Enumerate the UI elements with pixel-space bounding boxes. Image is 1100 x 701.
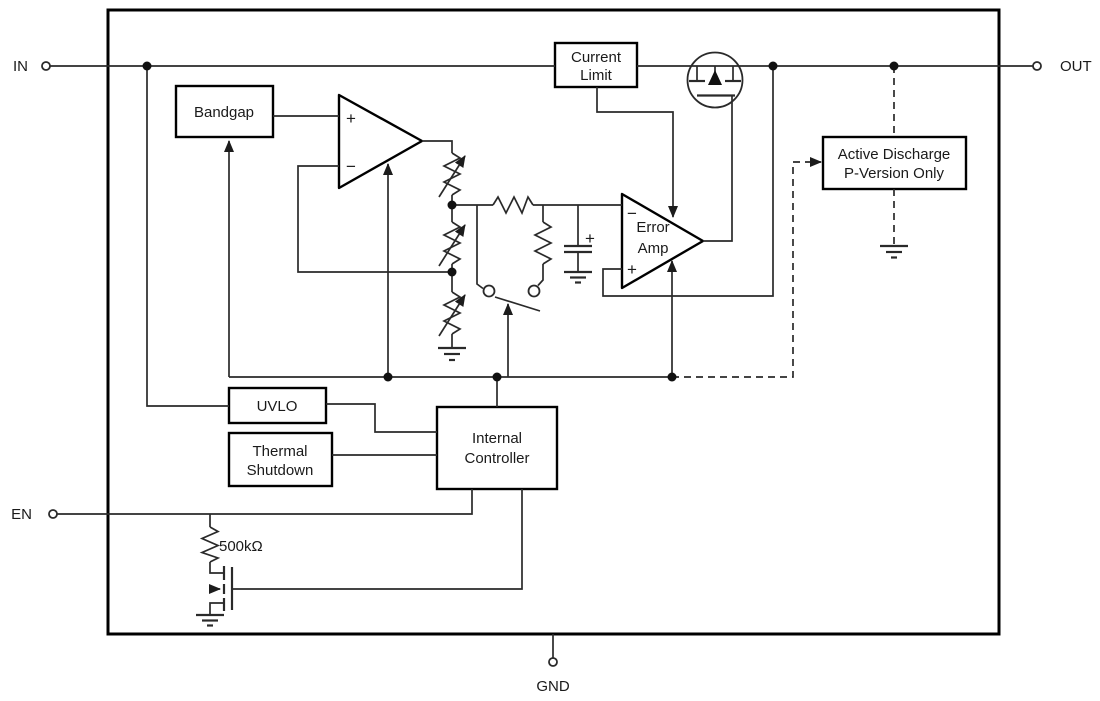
opamp-triangle (337, 93, 424, 190)
bandgap-label: Bandgap (194, 104, 254, 121)
ground-symbols (196, 244, 908, 627)
pass-fet-symbol (689, 66, 741, 97)
in-to-uvlo-wire (146, 66, 229, 407)
pfet-body-diode (708, 70, 722, 85)
pin-label-in: IN (13, 58, 28, 75)
en-wire (57, 489, 473, 515)
feedback-switch (482, 284, 541, 312)
junction-bus-controller (492, 372, 502, 382)
current-limit-arrow (596, 87, 678, 218)
active-discharge-label-1: Active Discharge (838, 146, 951, 163)
error-amp-output-wire (703, 96, 733, 242)
gnd-terminal (548, 657, 558, 667)
pulldown-resistor-label: 500kΩ (219, 538, 263, 555)
cap-polarity-sign: + (585, 229, 595, 248)
junction-divider-top (447, 200, 457, 210)
capacitor-ground-icon (564, 270, 592, 284)
error-amp-plus-sign: + (627, 260, 637, 279)
en-pulldown-resistor (199, 526, 221, 563)
thermal-shutdown-box (227, 431, 334, 488)
error-amp-label-1: Error (636, 219, 669, 236)
switch-blade (494, 296, 541, 312)
block-boxes (174, 41, 968, 491)
controller-label-1: Internal (472, 430, 522, 447)
junction-dots (142, 61, 899, 382)
thermal-label-1: Thermal (252, 443, 307, 460)
nmos-source-wire (209, 602, 224, 615)
pin-terminals (41, 61, 1042, 667)
variable-resistor-3-arrow (438, 294, 466, 337)
active-discharge-ground-icon (880, 244, 908, 259)
controller-label-2: Controller (464, 450, 529, 467)
uvlo-box (227, 386, 328, 425)
current-limit-label-2: Limit (580, 67, 613, 84)
bus-to-active-discharge-arrow (672, 157, 822, 378)
opamp-minus-sign: − (346, 157, 356, 176)
uvlo-to-controller-wire (326, 403, 437, 433)
junction-out-discharge (889, 61, 899, 71)
nmos-drain-wire (209, 562, 224, 574)
switch-contact-right (527, 284, 541, 298)
pin-label-en: EN (11, 506, 32, 523)
switch-left-branch (476, 205, 484, 290)
error-amp-label-2: Amp (638, 240, 669, 257)
divider-ground-icon (438, 346, 466, 362)
feedback-to-opamp-wire (297, 165, 452, 273)
wires (50, 65, 1033, 658)
current-limit-box (553, 41, 639, 89)
opamp-output-wire (422, 140, 453, 153)
junction-in (142, 61, 152, 71)
current-limit-label-1: Current (571, 49, 622, 66)
bandgap-box (174, 84, 275, 139)
compensation-capacitor (564, 244, 592, 254)
uvlo-label: UVLO (257, 398, 298, 415)
pin-label-out: OUT (1060, 58, 1092, 75)
junction-bus-erroramp (667, 372, 677, 382)
error-amp-minus-sign: − (627, 204, 637, 223)
out-terminal (1032, 61, 1042, 71)
variable-resistor-2-arrow (438, 224, 466, 267)
controller-gate-wire (233, 489, 523, 590)
text-labels: IN OUT EN GND Bandgap Current Limit UVLO… (11, 49, 1092, 695)
dashed-wires (672, 66, 895, 378)
in-terminal (41, 61, 51, 71)
junction-divider-mid (447, 267, 457, 277)
pin-label-gnd: GND (536, 678, 570, 695)
thermal-label-2: Shutdown (247, 462, 314, 479)
out-feedback-wire (602, 66, 774, 297)
opamp-plus-sign: + (346, 109, 356, 128)
switch-right-branch-bottom (537, 264, 544, 287)
switch-contact-left (482, 284, 496, 298)
error-amp-triangle (620, 192, 705, 290)
switch-branch-resistor (533, 221, 553, 265)
en-terminal (48, 509, 58, 519)
junction-bus-opamp (383, 372, 393, 382)
active-discharge-label-2: P-Version Only (844, 165, 945, 182)
series-resistor (492, 195, 534, 216)
internal-controller-box (435, 405, 559, 491)
variable-resistor-1-arrow (438, 155, 466, 198)
en-pulldown-nmos (209, 562, 234, 615)
junction-out-feedback (768, 61, 778, 71)
feedback-divider (438, 152, 466, 337)
